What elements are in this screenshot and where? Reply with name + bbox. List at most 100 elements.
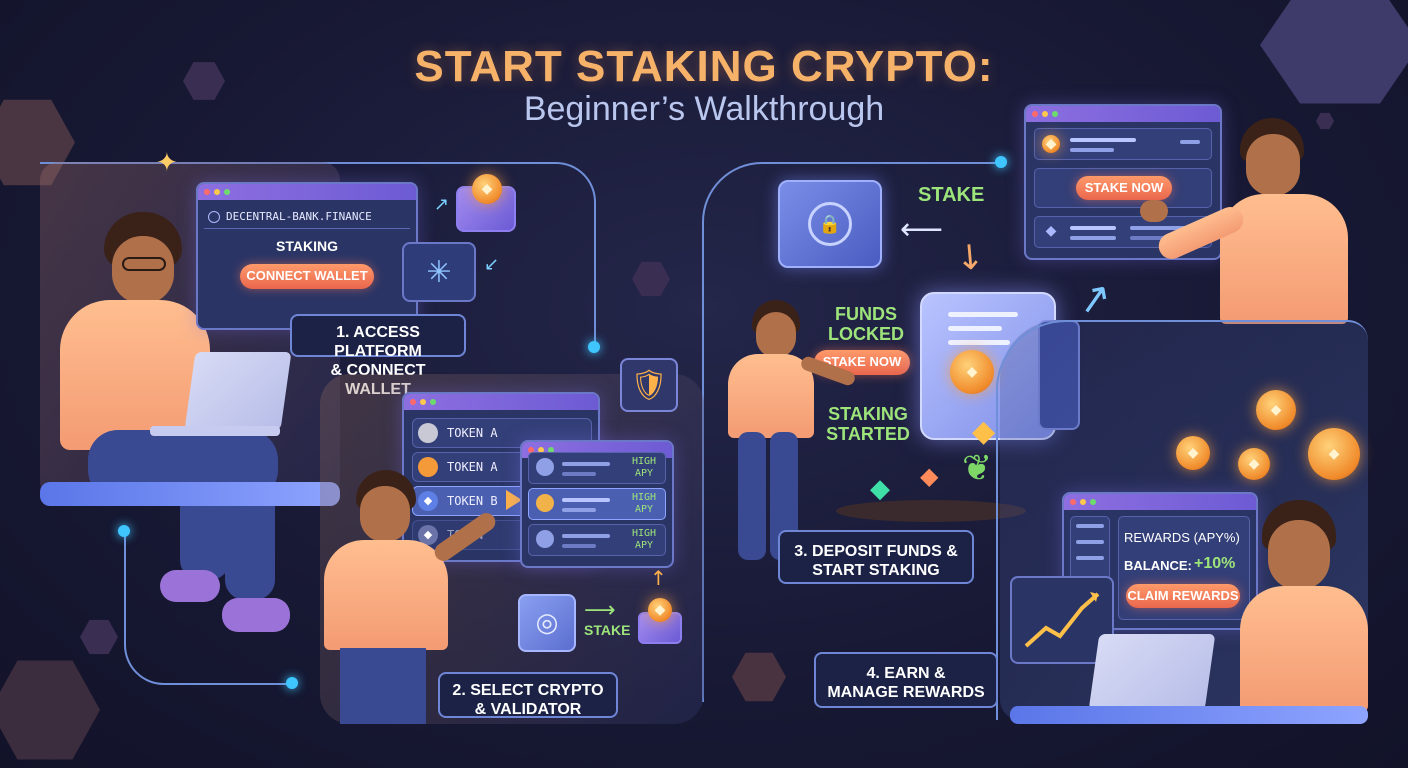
- placeholder-line: [1180, 140, 1200, 144]
- placeholder-line: [1076, 556, 1104, 560]
- token-coin-icon: [418, 423, 438, 443]
- person-head: [1246, 134, 1300, 196]
- growth-chart-graphic: [1024, 592, 1100, 648]
- play-arrow-icon: [506, 490, 522, 510]
- placeholder-line: [562, 544, 596, 548]
- balance-value: +10%: [1194, 555, 1236, 572]
- shield-check-icon: 🛡: [620, 358, 678, 412]
- laptop-base: [150, 426, 280, 436]
- validator-apy-tag: HIGH APY: [631, 528, 657, 551]
- flow-line: [702, 162, 1002, 702]
- window-titlebar: [1064, 494, 1256, 510]
- placeholder-line: [562, 472, 596, 476]
- ethereum-icon: ◆: [1045, 223, 1057, 239]
- page-title: START STAKING CRYPTO:: [414, 42, 994, 91]
- flow-node: [995, 156, 1007, 168]
- arrow-icon: ↙: [484, 254, 500, 275]
- hexagon-decoration: [1316, 112, 1334, 130]
- flow-line: [996, 320, 1368, 720]
- person-leg: [738, 432, 766, 560]
- person-head: [360, 486, 410, 542]
- flow-line: [124, 530, 294, 685]
- placeholder-line: [1070, 148, 1114, 152]
- sparkle-icon: ✦: [156, 148, 178, 178]
- browser-url: DECENTRAL-BANK.FINANCE: [226, 210, 372, 223]
- person-shirt: [324, 540, 448, 650]
- hexagon-decoration: [80, 619, 118, 655]
- page-subtitle: Beginner’s Walkthrough: [523, 90, 885, 128]
- step1-label: 1. ACCESS PLATFORM & CONNECT WALLET: [290, 314, 466, 398]
- gem-icon: ◆: [870, 474, 890, 504]
- person-hand: [1140, 200, 1168, 222]
- placeholder-line: [562, 498, 610, 502]
- hexagon-decoration: [0, 660, 100, 760]
- stake-label: STAKE: [584, 622, 631, 638]
- balance-label: BALANCE:: [1124, 558, 1192, 573]
- placeholder-line: [1076, 540, 1104, 544]
- hexagon-decoration: [632, 261, 670, 297]
- asset-row: [1034, 128, 1212, 160]
- placeholder-line: [948, 326, 1002, 331]
- window-titlebar: [1026, 106, 1220, 122]
- flow-node: [588, 341, 600, 353]
- arrow-up-icon: ↑: [650, 566, 667, 590]
- panel-stake-now-button[interactable]: STAKE NOW: [1076, 176, 1172, 200]
- reward-coin-icon: [1256, 390, 1296, 430]
- staking-heading: STAKING: [276, 238, 338, 254]
- arrow-right-icon: ⟶: [584, 598, 616, 623]
- placeholder-line: [1070, 138, 1136, 142]
- validator-apy-tag: HIGH APY: [631, 492, 657, 515]
- claim-rewards-button[interactable]: CLAIM REWARDS: [1126, 584, 1240, 608]
- connect-wallet-button[interactable]: CONNECT WALLET: [240, 264, 374, 289]
- user-icon: [536, 530, 554, 548]
- flow-line: [40, 162, 596, 348]
- stake-now-button[interactable]: STAKE NOW: [814, 350, 910, 375]
- glasses-icon: [122, 257, 166, 271]
- placeholder-line: [948, 312, 1018, 317]
- placeholder-line: [562, 508, 596, 512]
- token-name: TOKEN B: [447, 494, 498, 508]
- staking-started-text: STAKING STARTED: [826, 404, 910, 444]
- stake-flow-label: STAKE: [918, 184, 985, 206]
- step4-label: 4. EARN & MANAGE REWARDS: [814, 652, 998, 708]
- reward-coin-icon: [1238, 448, 1270, 480]
- funds-locked-text: FUNDS LOCKED: [828, 304, 904, 344]
- person-shirt: [728, 354, 814, 438]
- placeholder-line: [1076, 524, 1104, 528]
- token-name: TOKEN A: [447, 426, 498, 440]
- soil: [836, 500, 1026, 522]
- reward-coin-icon: [1308, 428, 1360, 480]
- window-titlebar: [404, 394, 598, 410]
- person-shirt: [1240, 586, 1368, 712]
- arrow-icon: ↗: [434, 194, 450, 215]
- network-node-icon: ✳: [402, 242, 476, 302]
- token-coin-icon: [418, 457, 438, 477]
- gem-icon: ◆: [920, 462, 939, 490]
- gem-icon: ◆: [972, 414, 996, 449]
- arrow-up-right-icon: ↗: [1074, 273, 1116, 325]
- token-name: TOKEN A: [447, 460, 498, 474]
- placeholder-line: [1070, 236, 1116, 240]
- person-pants: [340, 648, 426, 724]
- person-head: [1268, 520, 1330, 590]
- ethereum-icon: ◆: [418, 525, 438, 545]
- bench: [40, 482, 340, 506]
- coin-icon: [472, 174, 502, 204]
- platform-browser-window: DECENTRAL-BANK.FINANCE STAKING CONNECT W…: [196, 182, 418, 330]
- lock-dial: 🔒: [808, 202, 852, 246]
- placeholder-line: [1130, 226, 1200, 230]
- placeholder-line: [562, 462, 610, 466]
- laptop-icon: [1088, 634, 1216, 710]
- rewards-title: REWARDS (APY%): [1124, 530, 1240, 545]
- arrow-left-icon: ⟵: [900, 212, 944, 247]
- vault-icon: 🔒: [778, 180, 882, 268]
- laptop-icon: [184, 352, 292, 430]
- coin-icon: [1042, 135, 1060, 153]
- step3-label: 3. DEPOSIT FUNDS & START STAKING: [778, 530, 974, 584]
- coin-icon: [950, 350, 994, 394]
- shoe-icon: [222, 598, 290, 632]
- action-row: [1034, 168, 1212, 208]
- safe-icon: ◎: [518, 594, 576, 652]
- reward-coin-icon: [1176, 436, 1210, 470]
- placeholder-line: [1130, 236, 1180, 240]
